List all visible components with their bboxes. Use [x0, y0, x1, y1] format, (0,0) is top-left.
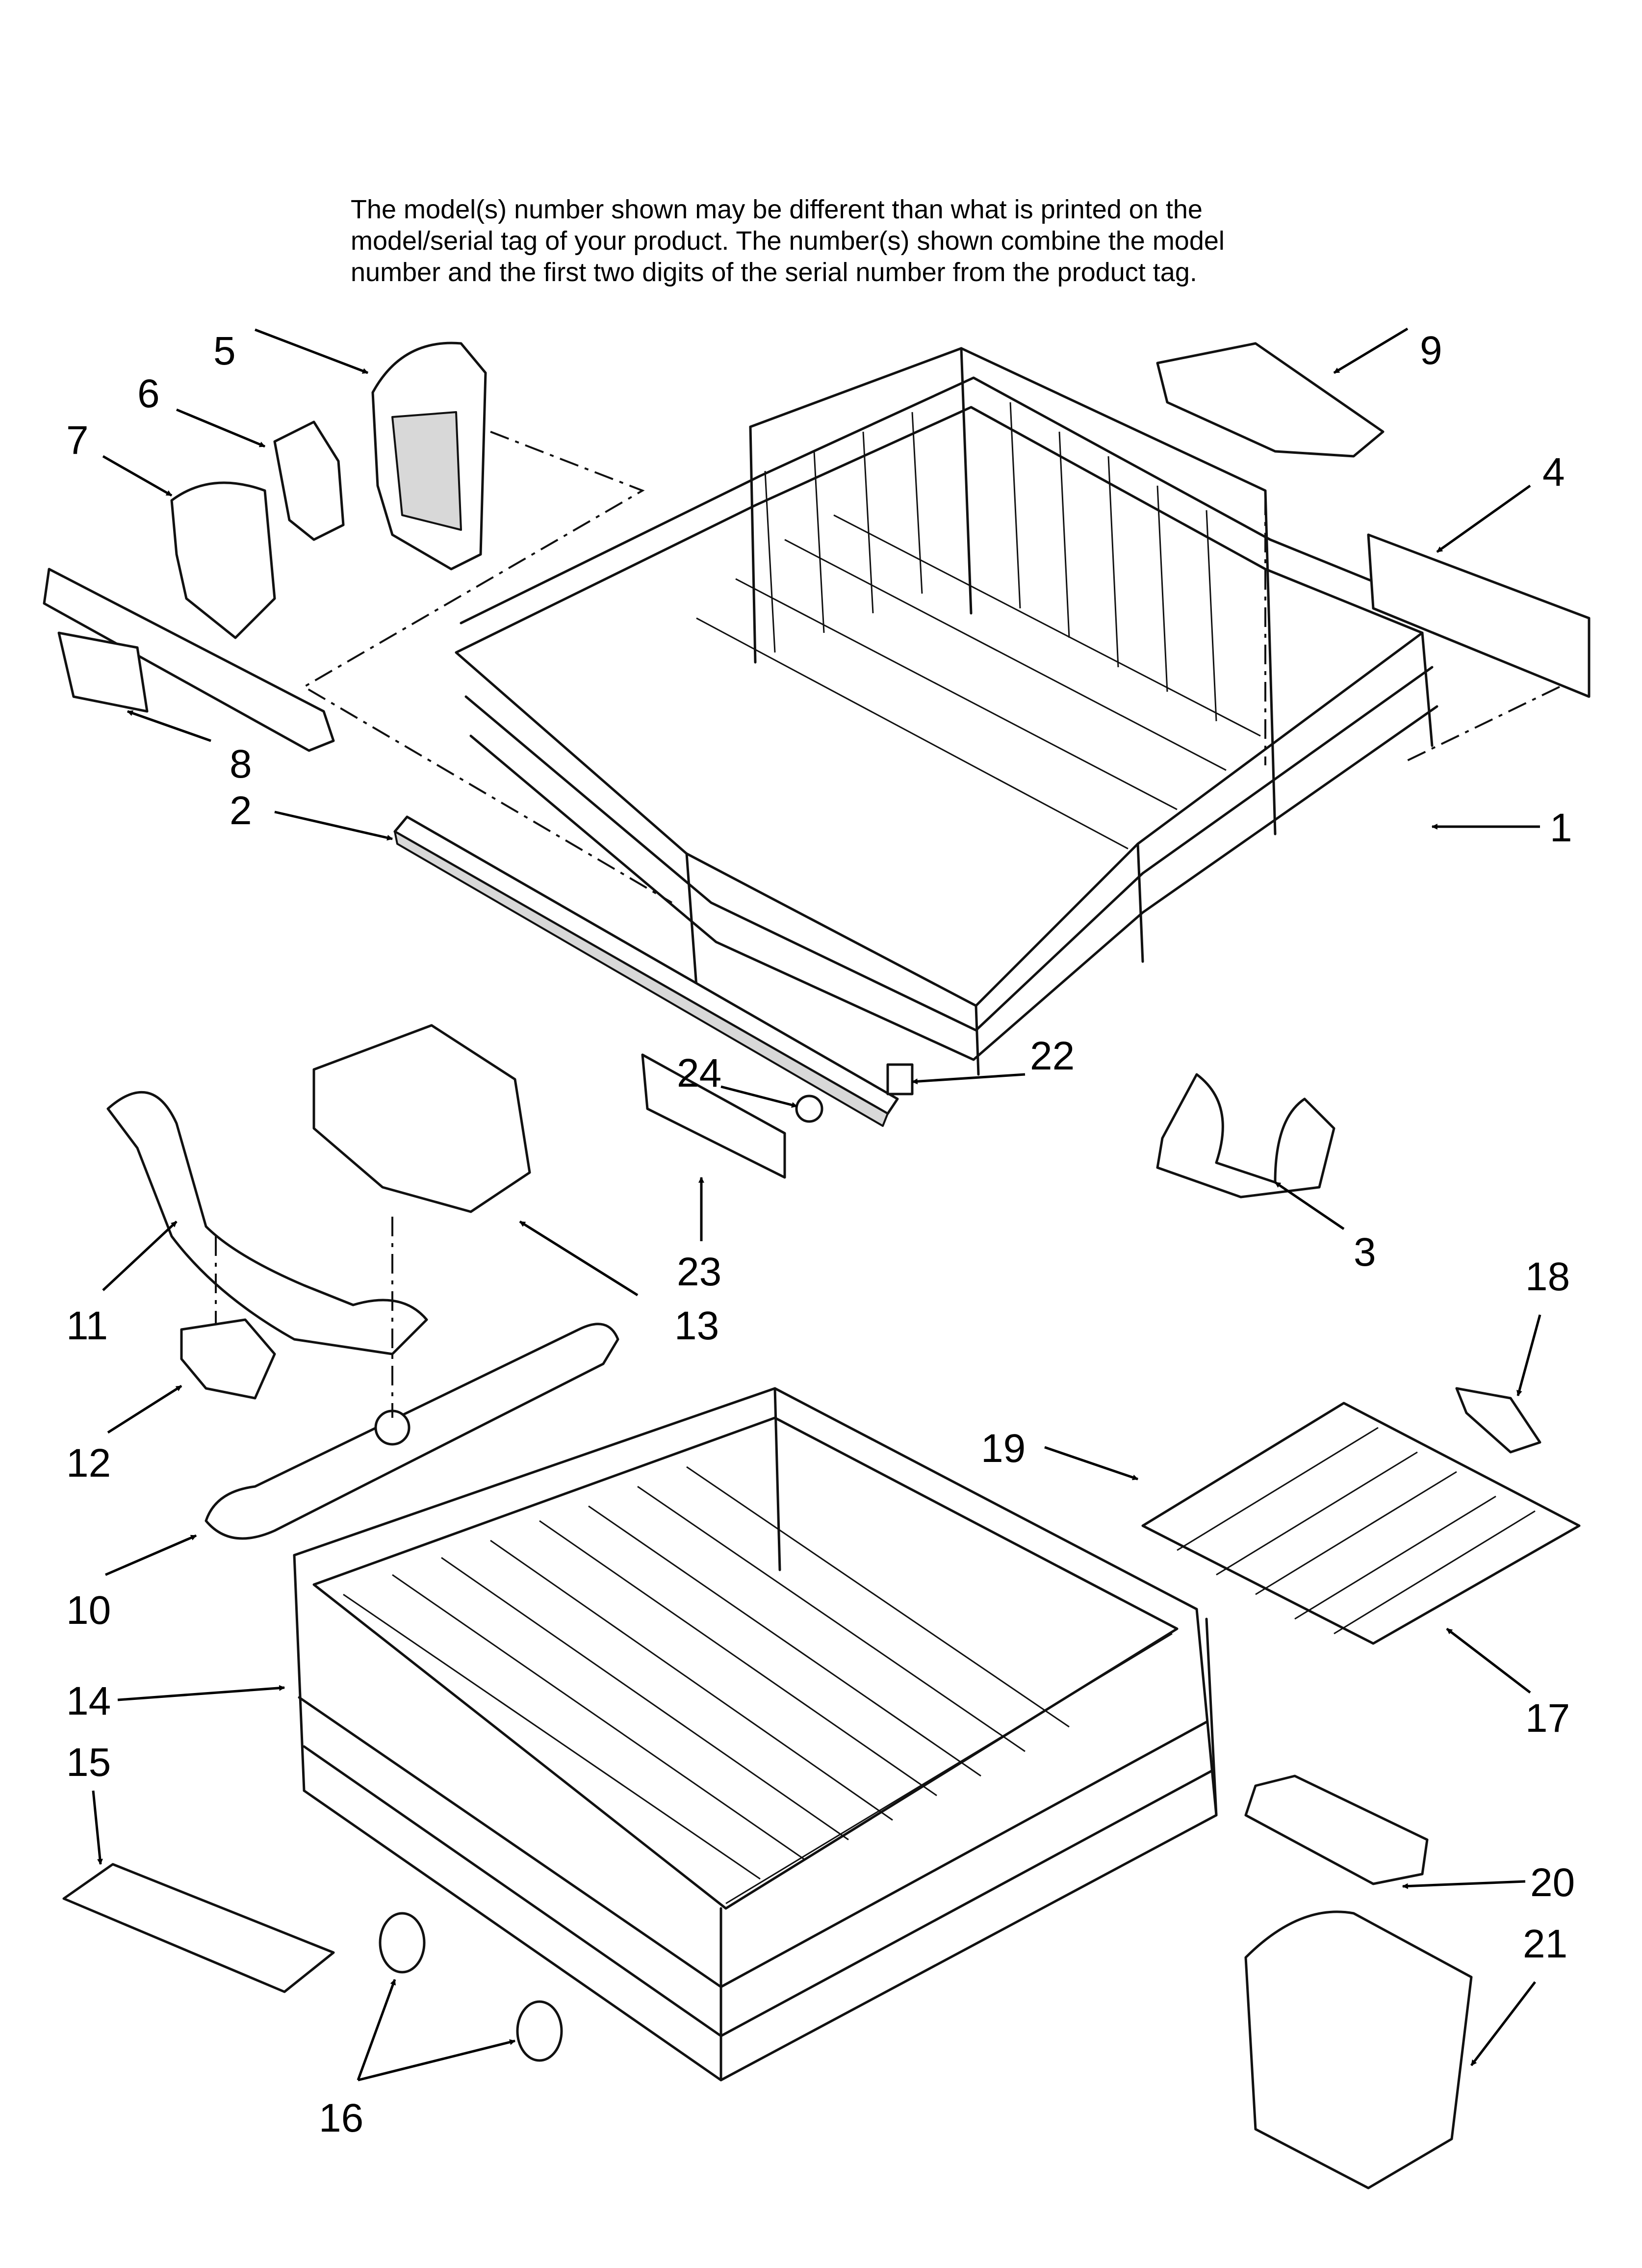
callout-16: 16: [319, 2096, 363, 2140]
callout-2: 2: [230, 788, 252, 833]
rack-bracket: [1367, 533, 1591, 698]
callout-3: 3: [1354, 1230, 1376, 1275]
note-line-1: The model(s) number shown may be differe…: [351, 195, 1203, 224]
callout-5: 5: [213, 329, 236, 373]
rack-wheels: [379, 1912, 563, 2062]
note-line-2: model/serial tag of your product. The nu…: [351, 226, 1225, 256]
diagram-note: The model(s) number shown may be differe…: [351, 194, 1332, 288]
lower-rack: [293, 1387, 1218, 2082]
note-line-3: number and the first two digits of the s…: [351, 258, 1197, 287]
callout-13: 13: [674, 1303, 719, 1348]
callout-4: 4: [1542, 450, 1565, 495]
spray-tube-clip: [180, 1318, 276, 1400]
rail-end-cap: [886, 1063, 914, 1095]
rack-rail: [393, 815, 899, 1127]
rail-stop: [641, 1053, 786, 1179]
upper-rack: [455, 347, 1438, 1076]
leader-lines: [92, 327, 1541, 2082]
callout-labels: 5 6 7 8 2 9 4 1 22 24 23 3 13 11 12 10 1…: [66, 328, 1575, 2140]
spray-arm-mount: [312, 1024, 531, 1213]
callout-18: 18: [1525, 1254, 1570, 1299]
callout-11: 11: [66, 1303, 108, 1348]
callout-21: 21: [1523, 1922, 1567, 1966]
callout-19: 19: [981, 1426, 1026, 1471]
callout-12: 12: [66, 1441, 111, 1486]
callout-8: 8: [230, 742, 252, 786]
reference-line-upper: [302, 431, 673, 904]
callout-17: 17: [1525, 1696, 1570, 1741]
rail-ball: [795, 1095, 823, 1123]
callout-15: 15: [66, 1740, 111, 1785]
silverware-basket: [1244, 1910, 1473, 2190]
rack-adjuster-assembly: [43, 341, 487, 752]
callout-9: 9: [1420, 328, 1442, 373]
callout-22: 22: [1030, 1034, 1075, 1078]
fold-down-tines: [1141, 1387, 1581, 1645]
callout-23: 23: [677, 1250, 721, 1294]
reference-line-4: [1407, 686, 1560, 761]
callout-14: 14: [66, 1679, 111, 1723]
callout-7: 7: [66, 418, 89, 463]
callout-6: 6: [137, 371, 160, 416]
callout-20: 20: [1530, 1860, 1575, 1905]
callout-10: 10: [66, 1588, 111, 1633]
basket-insert: [1244, 1774, 1429, 1885]
callout-24: 24: [677, 1051, 721, 1095]
rack-clip: [1156, 1073, 1335, 1199]
cup-shelf: [1156, 342, 1385, 458]
tine-row: [62, 1863, 335, 1993]
callout-1: 1: [1550, 806, 1572, 850]
spray-arm: [205, 1323, 619, 1540]
